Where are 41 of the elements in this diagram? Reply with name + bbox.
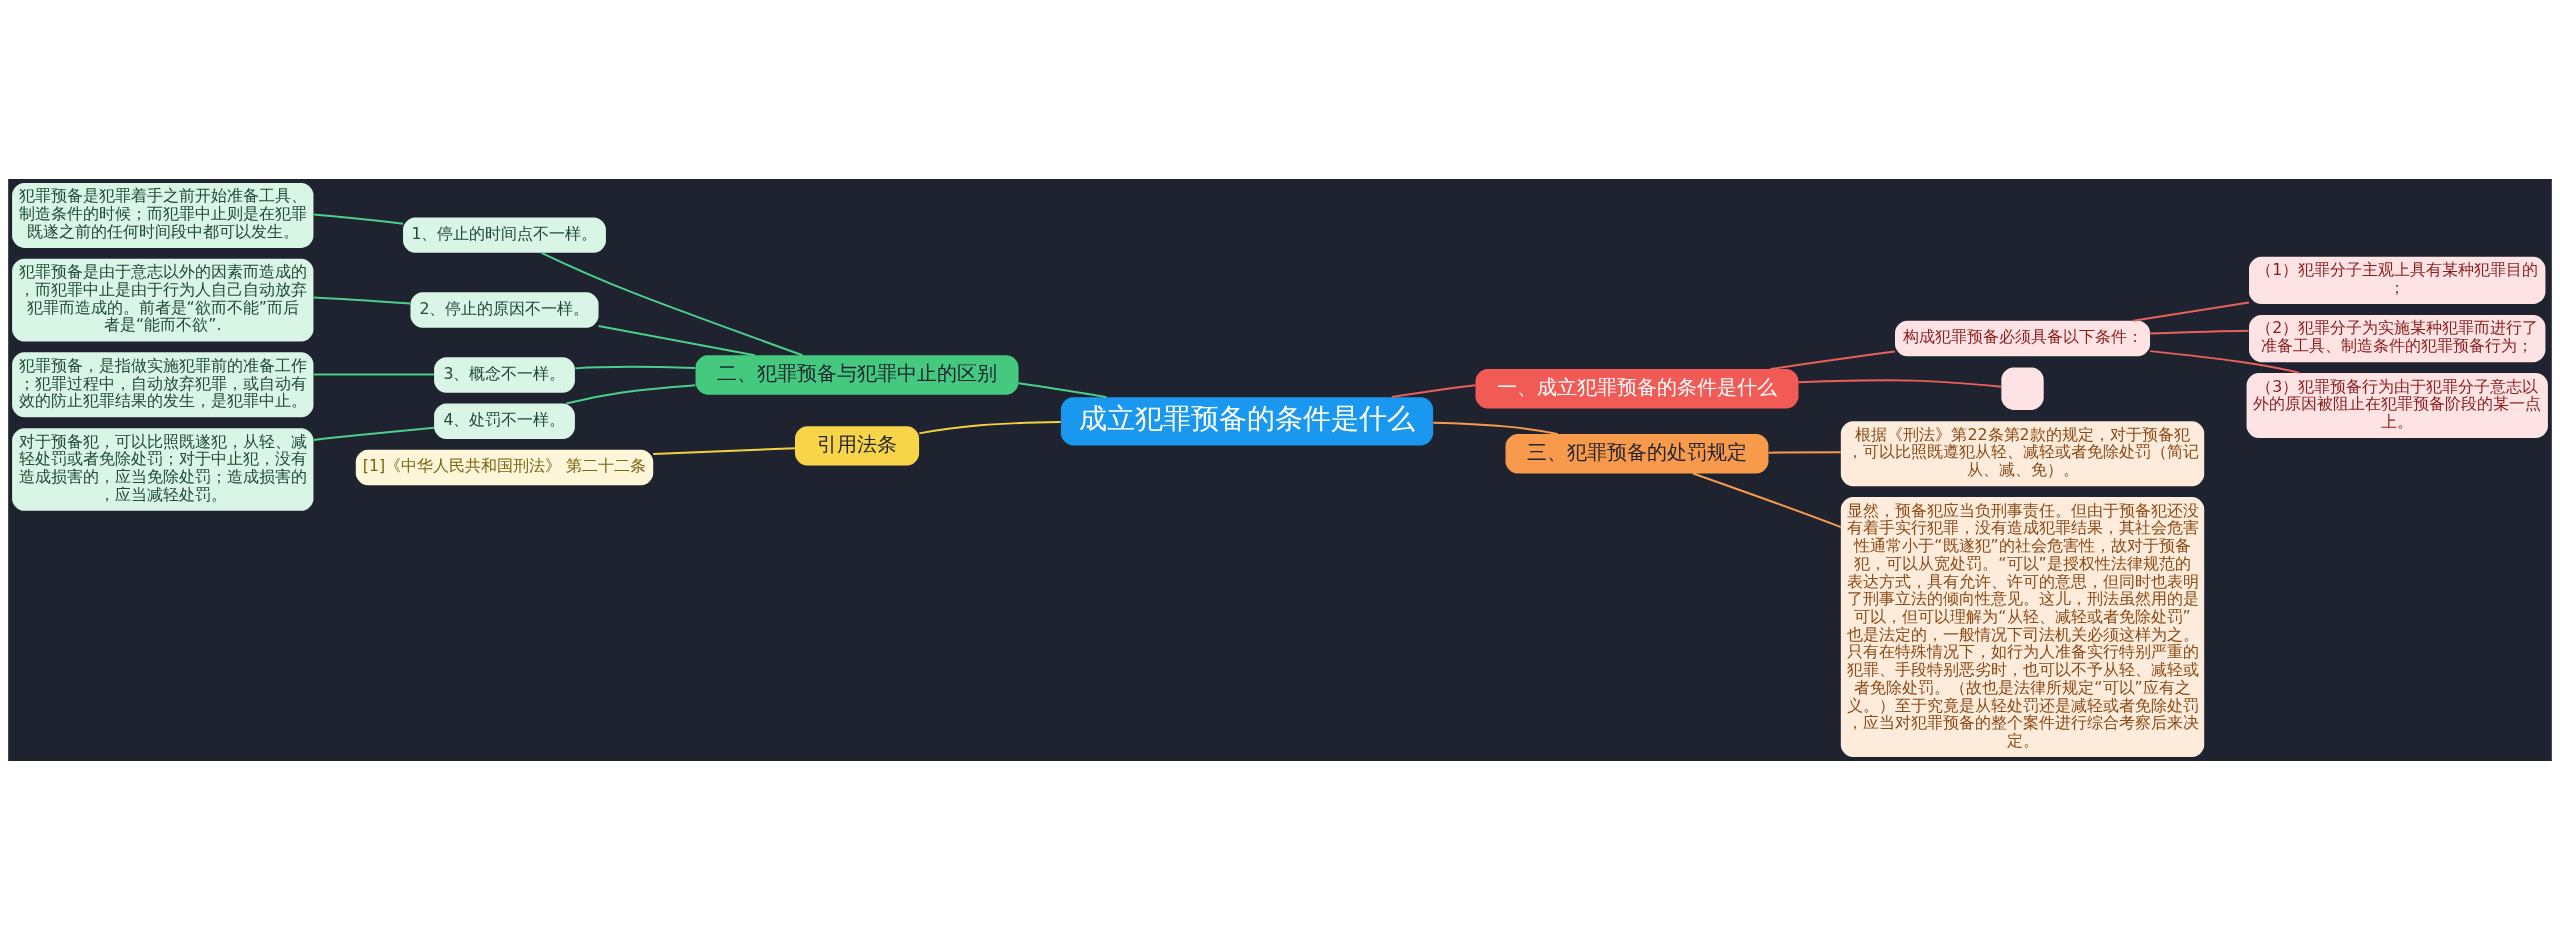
node-box: 一、成立犯罪预备的条件是什么 <box>1475 368 1799 408</box>
node-box: （1）犯罪分子主观上具有某种犯罪目的； <box>2249 256 2546 304</box>
connector <box>1390 383 1477 398</box>
connector <box>597 324 756 356</box>
node-box: [1]《中华人民共和国刑法》 第二十二条 <box>355 449 654 485</box>
connector <box>1769 350 1896 370</box>
node-box: 对于预备犯，可以比照既遂犯，从轻、减轻处罚或者免除处罚；对于中止犯，没有造成损害的，应当免除处罚；造成损害的，应当减轻处罚。 <box>12 427 314 511</box>
node-box: 成立犯罪预备的条件是什么 <box>1060 396 1434 445</box>
connector <box>565 383 697 404</box>
connector <box>1017 381 1108 398</box>
node-box: 犯罪预备是由于意志以外的因素而造成的，而犯罪中止是由于行为人自己自动放弃犯罪而造成的。前者是“欲而不能”而后者是“能而不欲”. <box>12 258 314 341</box>
connector <box>1767 450 1842 454</box>
connector <box>2132 300 2250 322</box>
node-box: 1、停止的时间点不一样。 <box>403 216 606 253</box>
node-box <box>2001 367 2044 410</box>
node-box: 显然，预备犯应当负刑事责任。但由于预备犯还没有着手实行犯罪，没有造成犯罪结果，其社会危害性通常小于“既遂犯”的社会危害性，故对于预备犯，可以从宽处罚。“可以”是授权性法律规范的表达方式，具有允许、许可的意思，但同时也表明了刑事立法的倾向性意见。这儿，刑法虽然用的是可以，但可以理解为“从轻、减轻或者免除处罚”也是法定的，一般情况下司法机关必须这样为之。只有在特殊情况下，如行为人准备实行特别严重的犯罪、手段特别恶劣时，也可以不予从轻、减轻或者免除处罚。（故也是法律所规定“可以”应有之义。）至于究竟是从轻处罚还是减轻或者免除处罚，应当对犯罪预备的整个案件进行综合考察后来决定。 <box>1840 496 2205 757</box>
connector <box>918 420 1062 434</box>
connector <box>1797 378 2003 388</box>
connector <box>2149 349 2301 374</box>
connector <box>1432 421 1559 435</box>
node-box: 三、犯罪预备的处罚规定 <box>1505 433 1769 473</box>
connector <box>312 426 435 441</box>
node-box: 3、概念不一样。 <box>434 356 575 393</box>
connector <box>1692 472 1842 528</box>
node-box: 4、处罚不一样。 <box>434 403 575 439</box>
connector <box>574 365 697 369</box>
node-box: 二、犯罪预备与犯罪中止的区别 <box>695 354 1019 395</box>
node-box: 引用法条 <box>795 425 920 466</box>
connector <box>652 446 796 455</box>
node-box: 犯罪预备是犯罪着手之前开始准备工具、制造条件的时候；而犯罪中止则是在犯罪既遂之前的任何时间段中都可以发生。 <box>12 182 314 248</box>
connector <box>312 213 405 225</box>
connector <box>312 296 412 304</box>
connector <box>540 251 804 356</box>
node-box: 2、停止的原因不一样。 <box>410 291 599 328</box>
node-box: 构成犯罪预备必须具备以下条件： <box>1895 320 2151 356</box>
node-box: （3）犯罪预备行为由于犯罪分子意志以外的原因被阻止在犯罪预备阶段的某一点上。 <box>2246 372 2548 438</box>
node-box: （2）犯罪分子为实施某种犯罪而进行了准备工具、制造条件的犯罪预备行为； <box>2249 314 2546 362</box>
node-box: 犯罪预备，是指做实施犯罪前的准备工作；犯罪过程中，自动放弃犯罪，或自动有效的防止犯罪结果的发生，是犯罪中止。 <box>12 351 314 417</box>
connector <box>312 372 435 375</box>
node-box: 根据《刑法》第22条第2款的规定，对于预备犯，可以比照既遵犯从轻、减轻或者免除处罚（简记从、减、免）。 <box>1840 420 2205 486</box>
connector <box>2149 329 2250 334</box>
